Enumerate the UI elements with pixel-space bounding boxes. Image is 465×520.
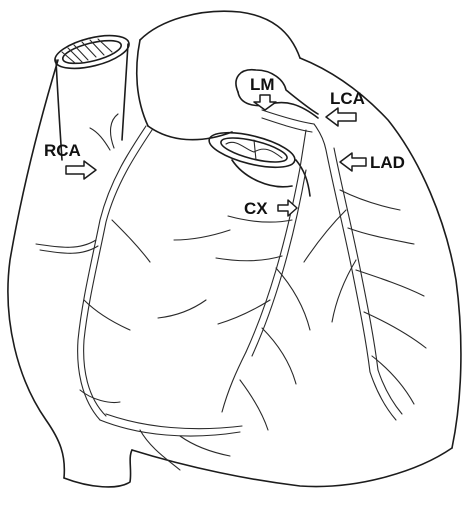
lca-vessel: [262, 110, 326, 168]
label-cx: CX: [244, 199, 268, 218]
lm-arrow: [254, 95, 276, 110]
label-lm: LM: [250, 75, 275, 94]
lca-arrow: [326, 108, 356, 126]
rca-arrow: [66, 161, 96, 179]
label-rca: RCA: [44, 141, 81, 160]
aortic-valve: [206, 126, 310, 196]
left-atrium-bump: [236, 70, 318, 118]
label-lad: LAD: [370, 153, 405, 172]
label-lca: LCA: [330, 89, 365, 108]
lad-arrow: [340, 153, 366, 171]
cx-arrow: [278, 200, 297, 216]
lad-vessel: [304, 148, 426, 420]
